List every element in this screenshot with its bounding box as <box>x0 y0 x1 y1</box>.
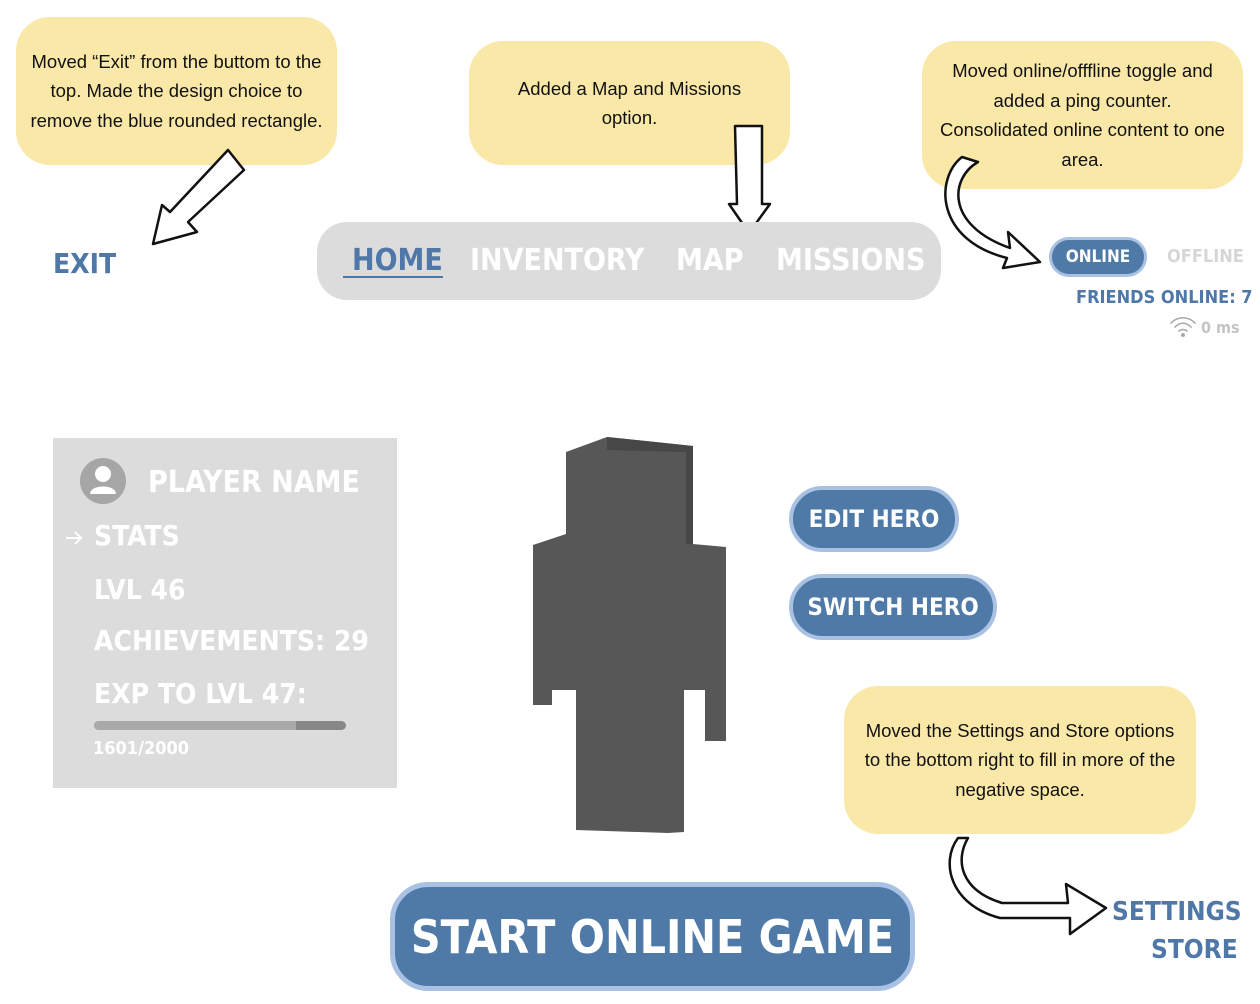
note-map-missions: Added a Map and Missions option. <box>469 41 790 165</box>
note-exit-text: Moved “Exit” from the buttom to the top.… <box>30 50 323 131</box>
edit-hero-label: EDIT HERO <box>808 505 940 533</box>
exit-link[interactable]: EXIT <box>53 247 116 280</box>
start-online-game-label: START ONLINE GAME <box>410 909 895 964</box>
player-name-text: PLAYER NAME <box>148 465 360 500</box>
note-settings-text: Moved the Settings and Store options to … <box>864 719 1176 800</box>
settings-label: SETTINGS <box>1112 897 1242 927</box>
offline-label: OFFLINE <box>1167 246 1244 267</box>
note-map-text: Added a Map and Missions option. <box>517 77 742 129</box>
tab-home-underline <box>343 276 443 278</box>
exp-progress-fill <box>94 721 296 730</box>
user-avatar-icon <box>80 458 126 504</box>
start-online-game-button[interactable]: START ONLINE GAME <box>390 882 915 991</box>
stats-label: STATS <box>94 519 180 552</box>
edit-hero-button[interactable]: EDIT HERO <box>789 486 959 552</box>
exp-count: 1601/2000 <box>93 738 189 759</box>
store-link[interactable]: STORE <box>1151 935 1238 965</box>
ping-counter: 0 ms <box>1169 314 1240 340</box>
online-label: ONLINE <box>1065 247 1131 267</box>
tab-home-label: HOME <box>352 243 443 278</box>
note-exit: Moved “Exit” from the buttom to the top.… <box>16 17 337 165</box>
store-label: STORE <box>1151 935 1238 965</box>
achievements-text: ACHIEVEMENTS: 29 <box>94 624 369 657</box>
online-toggle[interactable]: ONLINE <box>1049 237 1147 277</box>
exp-label-text: EXP TO LVL 47: <box>94 677 307 710</box>
exp-count-text: 1601/2000 <box>93 738 190 759</box>
tab-home[interactable]: HOME <box>352 243 443 278</box>
note-online: Moved online/offfline toggle and added a… <box>922 41 1243 189</box>
arrow-right-icon <box>66 531 83 545</box>
level-text: LVL 46 <box>94 573 186 606</box>
level-value: LVL 46 <box>94 573 186 606</box>
ping-text: 0 ms <box>1201 317 1240 337</box>
offline-toggle[interactable]: OFFLINE <box>1167 246 1244 267</box>
tab-inventory-label: INVENTORY <box>470 243 645 278</box>
tab-inventory[interactable]: INVENTORY <box>470 243 645 278</box>
switch-hero-button[interactable]: SWITCH HERO <box>789 574 997 640</box>
wifi-icon <box>1170 316 1196 337</box>
exp-progress-bar <box>94 721 346 730</box>
note-online-text: Moved online/offfline toggle and added a… <box>940 60 1225 170</box>
switch-hero-label: SWITCH HERO <box>807 593 979 621</box>
friends-online: FRIENDS ONLINE: 7 <box>1076 287 1253 308</box>
note-settings-store: Moved the Settings and Store options to … <box>844 686 1196 834</box>
nav-bar <box>317 222 941 300</box>
exp-label: EXP TO LVL 47: <box>94 677 307 710</box>
tab-missions[interactable]: MISSIONS <box>776 243 925 278</box>
friends-online-text: FRIENDS ONLINE: 7 <box>1076 287 1253 308</box>
tab-map-label: MAP <box>676 243 744 278</box>
stats-item[interactable]: STATS <box>94 519 180 552</box>
tab-missions-label: MISSIONS <box>776 243 926 278</box>
player-name: PLAYER NAME <box>148 465 360 500</box>
exit-label: EXIT <box>53 247 117 280</box>
tab-map[interactable]: MAP <box>676 243 744 278</box>
settings-link[interactable]: SETTINGS <box>1112 897 1242 927</box>
achievements-value: ACHIEVEMENTS: 29 <box>94 624 369 657</box>
